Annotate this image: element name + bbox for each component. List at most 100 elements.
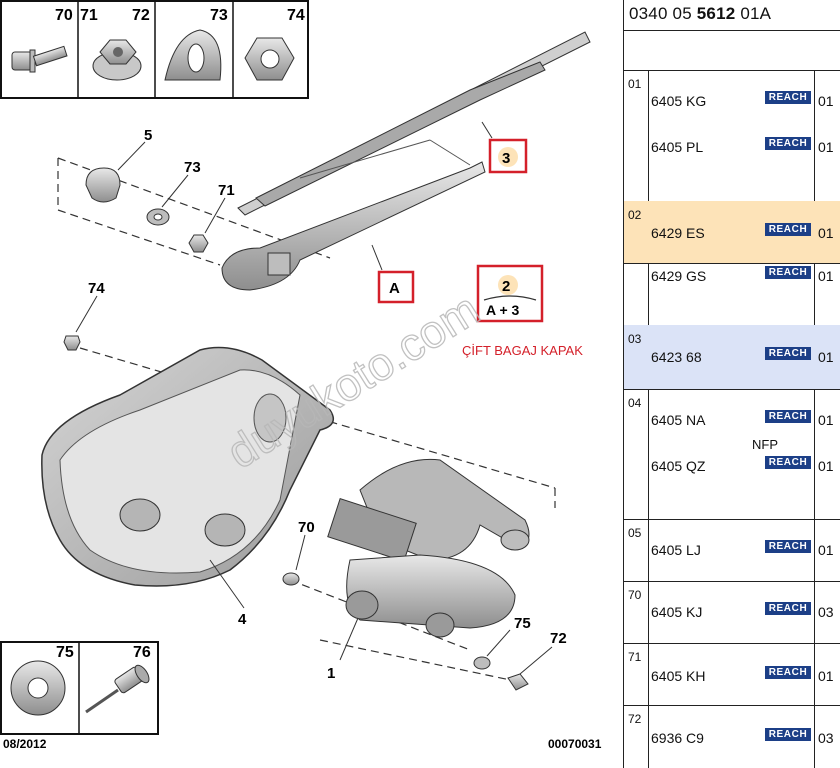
part-number[interactable]: 6405 KJ xyxy=(651,604,703,620)
row-divider xyxy=(624,389,840,390)
reach-badge: REACH xyxy=(765,728,811,741)
grommet-74 xyxy=(63,335,81,351)
reach-badge: REACH xyxy=(765,137,811,150)
divider xyxy=(624,70,840,71)
group-number: 70 xyxy=(628,588,642,602)
row-divider xyxy=(624,263,840,264)
footer-part-num-76: 76 xyxy=(133,644,151,661)
boxed-callout-a-label: A xyxy=(389,280,400,297)
washer-72 xyxy=(507,673,529,691)
reach-badge: REACH xyxy=(765,91,811,104)
quantity: 01 xyxy=(818,458,834,474)
reference-suffix: 01A xyxy=(735,4,772,23)
part-group-03[interactable]: 03 6423 68 REACH 01 xyxy=(624,325,840,389)
reach-badge: REACH xyxy=(765,347,811,360)
part-number[interactable]: 6429 ES xyxy=(651,225,705,241)
bolt-icon xyxy=(11,45,68,73)
quantity: 01 xyxy=(818,668,834,684)
part-group-05[interactable]: 05 6405 LJ REACH 01 xyxy=(624,519,840,581)
column-divider xyxy=(648,70,649,768)
part-number[interactable]: 6405 KH xyxy=(651,668,706,684)
group-number: 03 xyxy=(628,332,642,346)
boxed-callout-2-formula: A + 3 xyxy=(486,302,520,318)
boxed-callout-a: A xyxy=(377,270,415,304)
header-part-num-72: 72 xyxy=(132,7,150,24)
boxed-callout-2-label: 2 xyxy=(502,278,510,295)
part-number[interactable]: 6405 NA xyxy=(651,412,706,428)
quantity: 01 xyxy=(818,139,834,155)
boxed-callout-3-label: 3 xyxy=(502,150,510,167)
callout-73: 73 xyxy=(184,159,201,176)
spindle-cap xyxy=(85,167,121,203)
callout-72: 72 xyxy=(550,630,567,647)
header-parts-strip: 70 71 72 73 74 xyxy=(0,0,309,99)
callout-leaders xyxy=(75,121,553,675)
reach-badge: REACH xyxy=(765,410,811,423)
footer-part-num-75: 75 xyxy=(56,644,74,661)
group-number: 05 xyxy=(628,526,642,540)
row-divider xyxy=(624,705,840,706)
reference-prefix: 0340 05 xyxy=(629,4,697,23)
row-divider xyxy=(624,519,840,520)
divider xyxy=(624,30,840,31)
part-number[interactable]: 6405 PL xyxy=(651,139,704,155)
callout-74: 74 xyxy=(88,280,105,297)
header-part-num-71: 71 xyxy=(80,7,98,24)
reach-badge: REACH xyxy=(765,223,811,236)
reference-code: 0340 05 5612 01A xyxy=(629,4,771,24)
reach-badge: REACH xyxy=(765,602,811,615)
flange-nut-icon xyxy=(92,39,142,81)
callout-4: 4 xyxy=(238,611,247,628)
part-number[interactable]: 6429 GS xyxy=(651,268,707,284)
quantity: 01 xyxy=(818,542,834,558)
quantity: 01 xyxy=(818,93,834,109)
part-number[interactable]: 6423 68 xyxy=(651,349,702,365)
annotation-label: ÇİFT BAGAJ KAPAK xyxy=(462,343,583,358)
footer-parts-strip: 75 76 xyxy=(0,641,159,735)
column-divider xyxy=(814,70,815,768)
callout-75: 75 xyxy=(514,615,531,632)
part-number[interactable]: 6405 QZ xyxy=(651,458,706,474)
part-group-02[interactable]: 02 6429 ES REACH 01 6429 GS REACH 01 xyxy=(624,201,840,284)
quantity: 01 xyxy=(818,349,834,365)
quantity: 01 xyxy=(818,268,834,284)
group-number: 72 xyxy=(628,712,642,726)
row-divider xyxy=(624,581,840,582)
header-part-num-70: 70 xyxy=(55,7,73,24)
reach-badge: REACH xyxy=(765,540,811,553)
reach-badge: REACH xyxy=(765,266,811,279)
parts-table: 0340 05 5612 01A 01 6405 KG REACH 01 6405 PL… xyxy=(623,0,840,768)
group-number: 71 xyxy=(628,650,642,664)
row-divider xyxy=(624,263,840,264)
rivet-icon xyxy=(85,664,150,714)
header-part-num-74: 74 xyxy=(287,7,305,24)
hex-nut-icon xyxy=(244,37,295,81)
header-part-num-73: 73 xyxy=(210,7,228,24)
callout-70: 70 xyxy=(298,519,315,536)
cone-washer-icon xyxy=(164,29,222,81)
boxed-callout-3: 3 xyxy=(488,138,528,174)
quantity: 01 xyxy=(818,225,834,241)
callout-71: 71 xyxy=(218,182,235,199)
wiper-motor xyxy=(327,458,530,638)
callout-1: 1 xyxy=(327,665,335,682)
diagram-code: 00070031 xyxy=(548,737,602,751)
part-number[interactable]: 6936 C9 xyxy=(651,730,704,746)
reach-badge: REACH xyxy=(765,456,811,469)
spindle-washer xyxy=(146,208,170,226)
part-number[interactable]: 6405 KG xyxy=(651,93,707,109)
date-label: 08/2012 xyxy=(3,737,47,751)
wiper-blade xyxy=(237,31,591,216)
grommet-70 xyxy=(282,572,300,586)
part-number[interactable]: 6405 LJ xyxy=(651,542,701,558)
group-number: 02 xyxy=(628,208,642,222)
spindle-nut xyxy=(188,234,209,253)
group-number: 04 xyxy=(628,396,642,410)
washer-75 xyxy=(473,656,491,670)
